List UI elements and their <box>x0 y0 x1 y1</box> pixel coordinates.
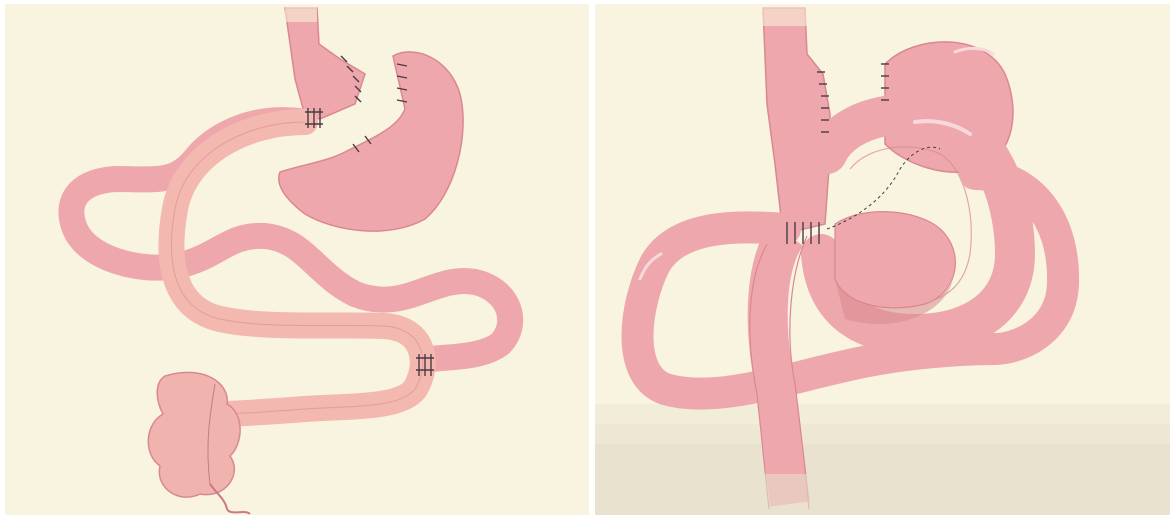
right-roux-limb <box>768 234 790 504</box>
left-staples-anastomosis-lower <box>416 354 434 376</box>
left-staples-anastomosis-upper <box>305 108 323 128</box>
left-esophagus-fade <box>285 4 317 22</box>
right-bottom-shadow-fade <box>595 404 1170 444</box>
left-diagram-svg <box>5 4 589 515</box>
right-limb-fade <box>755 474 815 515</box>
diagram-panel-right <box>595 4 1170 515</box>
diagram-panel-left <box>5 4 589 515</box>
right-stomach-body <box>835 212 955 308</box>
right-esophagus-fade <box>760 4 808 26</box>
right-diagram-svg <box>595 4 1170 515</box>
